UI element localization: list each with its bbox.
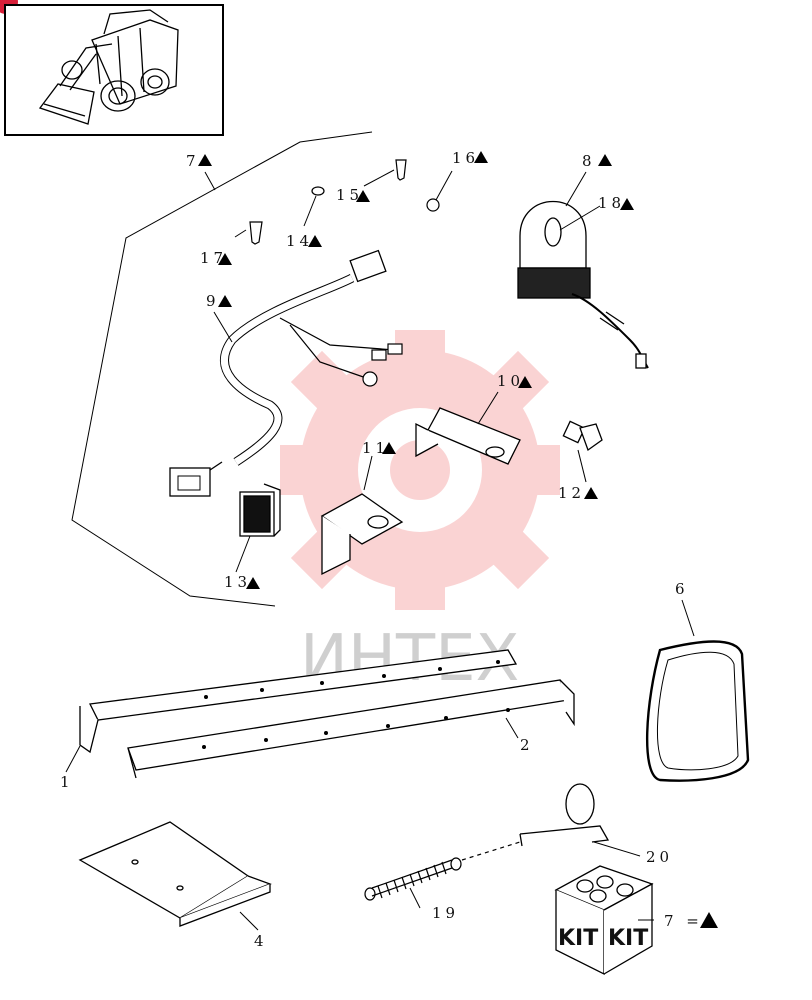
callout-16: 16 [452, 149, 479, 167]
plate-4 [78, 821, 272, 927]
mirror-6 [645, 640, 750, 782]
kit-label-front: KIT [558, 926, 598, 951]
bracket-10 [415, 407, 521, 465]
callout-20: 20 [646, 848, 673, 866]
bracket-11 [320, 493, 404, 576]
callout-17: 17 [200, 249, 227, 267]
kit-legend: 7 = [664, 912, 703, 930]
callout-9: 9 [206, 292, 220, 310]
callout-18: 18 [598, 194, 625, 212]
beacon-lamp [517, 201, 649, 369]
rail-holes [202, 660, 510, 749]
callout-11: 11 [362, 439, 389, 457]
machine-thumbnail [4, 4, 224, 136]
callout-4: 4 [254, 932, 268, 950]
callout-1: 1 [60, 773, 74, 791]
callout-7: 7 [186, 152, 200, 170]
leader-lines [65, 169, 695, 931]
callout-2: 2 [520, 736, 534, 754]
wiring-harness [169, 249, 403, 497]
rocker-switch [239, 483, 281, 537]
kit-label-side: KIT [608, 926, 648, 951]
callout-15: 15 [336, 186, 363, 204]
clip-20 [519, 783, 610, 847]
socket-12 [562, 420, 603, 452]
callout-6: 6 [675, 580, 689, 598]
triangle-markers [198, 151, 718, 928]
callout-8: 8 [582, 152, 596, 170]
hardware-bolts [249, 159, 440, 245]
callout-14: 14 [286, 232, 313, 250]
kit-box [554, 865, 654, 976]
side-rails [79, 649, 575, 779]
callout-12: 12 [558, 484, 585, 502]
spring-19 [364, 841, 521, 901]
callout-13: 13 [224, 573, 251, 591]
callout-19: 19 [432, 904, 459, 922]
callout-10: 10 [497, 372, 524, 390]
kit-outline [71, 131, 373, 607]
